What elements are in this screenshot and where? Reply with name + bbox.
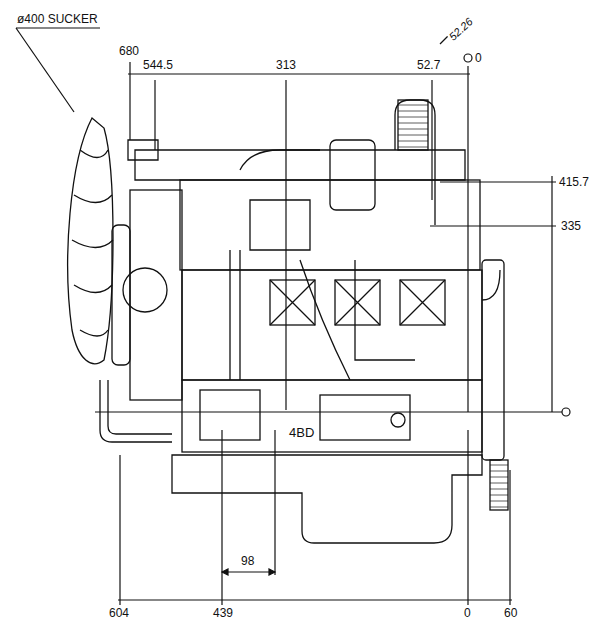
- dimension-label: 680: [118, 44, 140, 58]
- dimension-label: 52.7: [416, 58, 441, 72]
- dimension-label: 0: [474, 51, 483, 65]
- dimension-label: 544.5: [142, 58, 174, 72]
- model-name: 4BD: [288, 426, 315, 440]
- dimension-label: 415.7: [558, 175, 590, 189]
- engine-outline: [68, 100, 508, 543]
- dimension-label: 98: [240, 554, 255, 568]
- dimension-label: 335: [560, 219, 582, 233]
- dimension-label: 313: [275, 58, 297, 72]
- dimension-label: 0: [463, 606, 472, 620]
- handwritten-note: 52.26: [445, 14, 476, 44]
- dimension-label: 604: [108, 606, 130, 620]
- dimension-lines: [16, 28, 570, 605]
- part-label: ø400 SUCKER: [16, 12, 99, 26]
- dimension-label: 439: [212, 606, 234, 620]
- dimension-label: 60: [503, 606, 518, 620]
